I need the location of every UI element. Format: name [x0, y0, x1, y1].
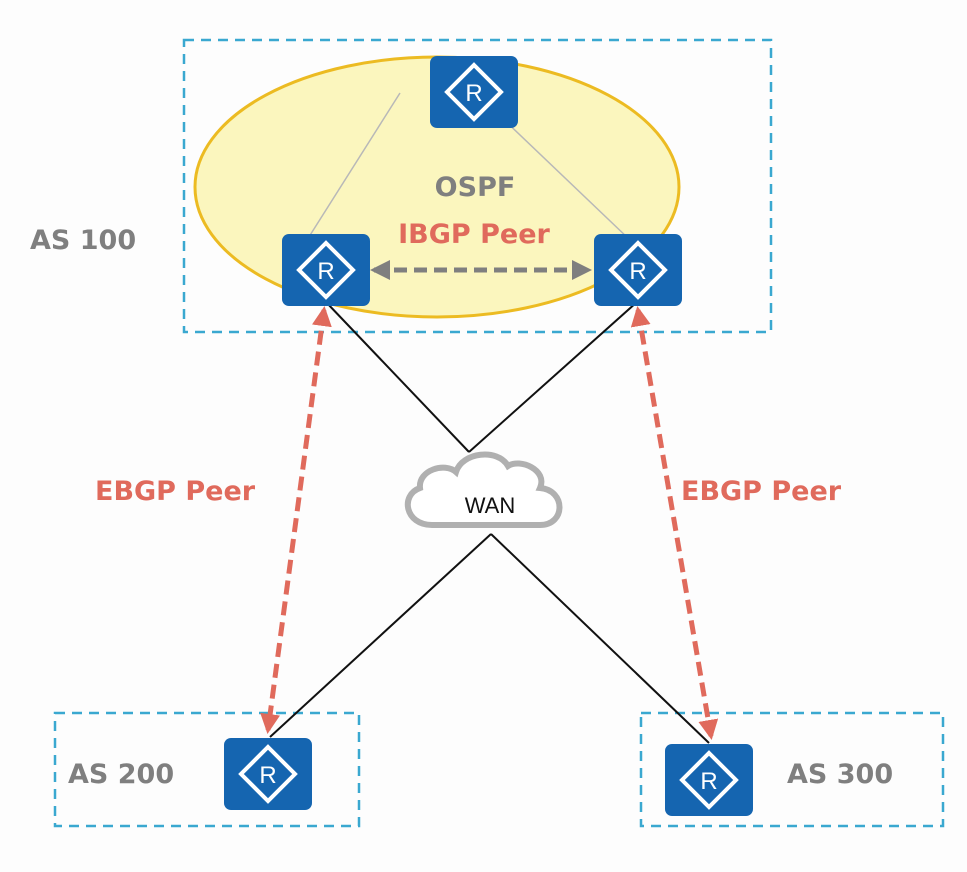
router-icon-letter: R — [259, 762, 276, 789]
ebgp-peer-arrow-right — [630, 306, 719, 740]
ospf-link-left — [306, 92, 401, 241]
ospf-label: OSPF — [435, 172, 516, 203]
link-r2-wan — [468, 301, 638, 453]
as200-boundary — [53, 711, 361, 828]
router-icon-letter: R — [317, 258, 334, 285]
link-wan-as300 — [490, 533, 710, 744]
ebgp-peer-arrow-left — [260, 306, 332, 734]
ebgp-peer-label-right: EBGP Peer — [681, 476, 842, 507]
as100-boundary — [182, 38, 773, 334]
router-icon-letter: R — [465, 80, 482, 107]
router-icon-letter: R — [629, 258, 646, 285]
ebgp-peer-label-left: EBGP Peer — [95, 476, 256, 507]
as300-label: AS 300 — [787, 759, 893, 790]
wan-cloud: WAN — [404, 451, 563, 528]
as200-label: AS 200 — [68, 759, 174, 790]
as100-label: AS 100 — [30, 225, 136, 256]
link-r1-wan — [325, 301, 470, 453]
router-icon-letter: R — [700, 768, 717, 795]
wan-label: WAN — [465, 493, 516, 518]
ibgp-peer-label: IBGP Peer — [398, 219, 550, 250]
link-wan-as200 — [269, 533, 492, 738]
as300-boundary — [639, 711, 945, 828]
